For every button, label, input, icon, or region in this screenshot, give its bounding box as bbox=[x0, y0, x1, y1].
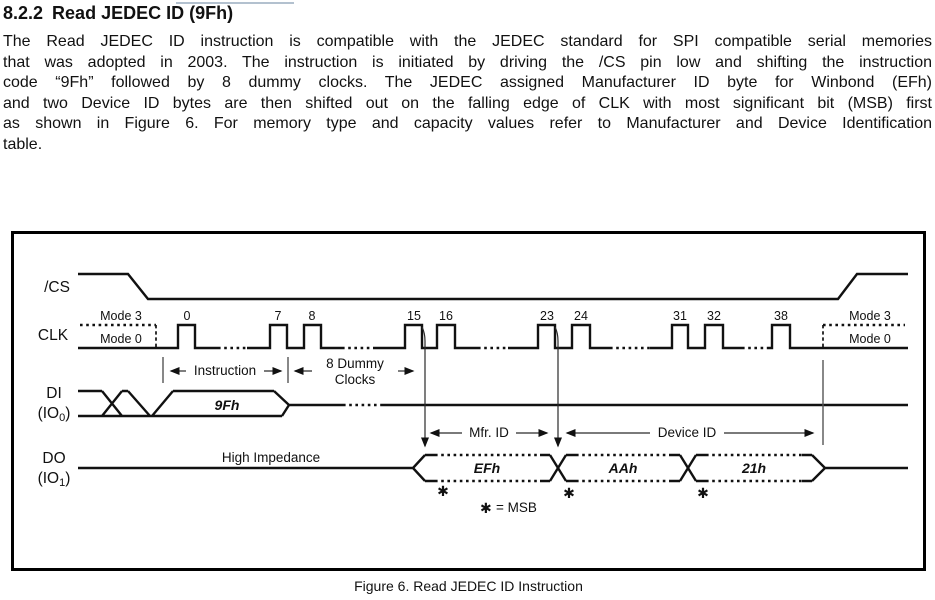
clock-number: 32 bbox=[707, 309, 721, 323]
paragraph-line: The Read JEDEC ID instruction is compati… bbox=[3, 33, 932, 50]
paragraph-line: as shown in Figure 6. For memory type an… bbox=[3, 115, 932, 132]
clock-number: 0 bbox=[184, 309, 191, 323]
do-io1-label: (IO1) bbox=[38, 470, 71, 489]
bit15-edge-arrow bbox=[421, 326, 429, 448]
paragraph-line: table. bbox=[3, 135, 43, 153]
timing-diagram: /CS CLK Mode 3 Mode 0 Mode 3 Mode 0 0 7 … bbox=[38, 272, 908, 517]
do-bus-value: EFh bbox=[474, 460, 500, 476]
instruction-span-label: Instruction bbox=[194, 363, 256, 378]
instruction-dimension: Instruction 8 Dummy Clocks bbox=[162, 356, 415, 387]
id-dimensions: Mfr. ID Device ID bbox=[429, 425, 815, 440]
mode0-label-left: Mode 0 bbox=[100, 332, 142, 346]
di-io0-label: (IO0) bbox=[38, 405, 71, 424]
cs-signal-trace: /CS bbox=[44, 272, 908, 301]
paragraph-line: and two Device ID bytes are then shifted… bbox=[3, 94, 932, 112]
clk-signal-label: CLK bbox=[38, 327, 69, 344]
dummy-clocks-label-line2: Clocks bbox=[335, 372, 376, 387]
device-id-span-label: Device ID bbox=[658, 425, 717, 440]
figure-caption: Figure 6. Read JEDEC ID Instruction bbox=[354, 578, 583, 594]
msb-star-marker: ✱ bbox=[437, 484, 449, 500]
mode3-label-right: Mode 3 bbox=[849, 309, 891, 323]
clock-number: 31 bbox=[673, 309, 687, 323]
high-impedance-label: High Impedance bbox=[222, 450, 320, 465]
msb-markers: ✱ ✱ ✱ ✱ = MSB bbox=[437, 484, 709, 517]
cs-signal-label: /CS bbox=[44, 279, 70, 296]
clock-number: 23 bbox=[540, 309, 554, 323]
paragraph-line: code “9Fh” followed by 8 dummy clocks. T… bbox=[3, 74, 932, 91]
mode3-label-left: Mode 3 bbox=[100, 309, 142, 323]
do-bus-value: 21h bbox=[741, 460, 766, 476]
clock-number: 24 bbox=[574, 309, 588, 323]
msb-legend-star: ✱ bbox=[480, 501, 492, 517]
dummy-clocks-label-line1: 8 Dummy bbox=[326, 356, 384, 371]
do-signal-label: DO bbox=[42, 450, 65, 467]
bit23-edge-arrow bbox=[554, 326, 562, 448]
clock-number: 8 bbox=[309, 309, 316, 323]
do-bus-value: AAh bbox=[608, 460, 638, 476]
clk-signal-trace: CLK Mode 3 Mode 0 Mode 3 Mode 0 0 7 8 15… bbox=[38, 309, 908, 350]
figure-frame: /CS CLK Mode 3 Mode 0 Mode 3 Mode 0 0 7 … bbox=[11, 231, 926, 571]
section-heading: 8.2.2 Read JEDEC ID (9Fh) bbox=[3, 2, 932, 24]
mode0-label-right: Mode 0 bbox=[849, 332, 891, 346]
msb-star-marker: ✱ bbox=[563, 486, 575, 502]
clock-number: 16 bbox=[439, 309, 453, 323]
clock-edge-arrows bbox=[421, 326, 824, 448]
do-signal-trace: DO (IO1) High Impedance EFh AAh 21h bbox=[38, 450, 908, 489]
scan-artifact-line bbox=[176, 2, 294, 4]
di-signal-trace: DI (IO0) 9Fh bbox=[38, 385, 908, 424]
di-signal-label: DI bbox=[46, 385, 62, 402]
paragraph-line: that was adopted in 2003. The instructio… bbox=[3, 53, 932, 71]
msb-legend-text: = MSB bbox=[496, 500, 537, 515]
msb-star-marker: ✱ bbox=[697, 486, 709, 502]
mfr-id-span-label: Mfr. ID bbox=[469, 425, 509, 440]
clock-number: 7 bbox=[275, 309, 282, 323]
di-bus-value: 9Fh bbox=[215, 397, 240, 413]
clock-number: 15 bbox=[407, 309, 421, 323]
section-number: 8.2.2 bbox=[3, 3, 44, 23]
section-title: Read JEDEC ID (9Fh) bbox=[52, 3, 234, 23]
body-paragraph: The Read JEDEC ID instruction is compati… bbox=[3, 32, 932, 155]
clock-number: 38 bbox=[774, 309, 788, 323]
